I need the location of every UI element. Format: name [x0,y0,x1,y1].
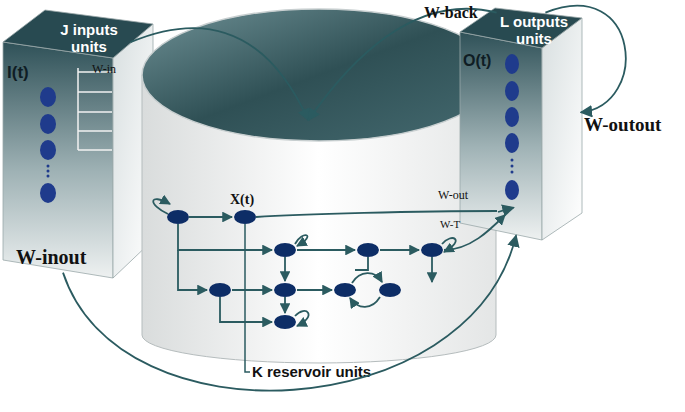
reservoir-link [350,297,380,307]
box-front-face [3,42,113,278]
box-top-face [3,10,153,58]
reservoir-link [352,273,382,283]
reservoir-unit [357,243,379,257]
box-heading: J inputs units [43,22,135,55]
self-loop [295,235,307,246]
self-loop [153,199,170,214]
weight-connector [545,6,625,113]
reservoir-link [284,297,286,313]
reservoir-link [178,250,207,290]
input-unit [40,183,56,203]
reservoir-link [444,215,505,250]
input-unit [40,140,56,160]
weight-label: W-outout [584,114,661,136]
signal-name: I(t) [7,64,57,83]
box-top-face [460,8,582,48]
ellipsis-dot [511,165,514,168]
ellipsis-dot [47,165,50,168]
reservoir-link [220,297,272,322]
weight-line [78,91,112,93]
weight-bar [77,68,79,150]
weight-connector [63,235,516,390]
weight-label: W-back [424,4,478,22]
reservoir-unit [421,243,443,257]
output-unit [505,133,519,153]
reservoir-label: K reservoir units [252,364,427,381]
weight-line [78,130,112,132]
reservoir-unit [274,315,296,329]
ellipsis-dot [47,170,50,173]
output-box: L outputs unitsO(t) [460,8,582,240]
reservoir-unit [234,210,256,224]
reservoir-link [178,224,272,250]
output-unit [505,81,519,101]
weight-line [78,71,112,73]
output-unit [505,180,519,200]
cylinder-top [142,9,496,141]
output-unit [505,54,519,74]
box-side-face [542,18,582,240]
reservoir-unit [274,243,296,257]
box-front-face [460,32,542,240]
output-wire [256,211,497,217]
self-loop [442,238,456,252]
box-heading: L outputs units [490,14,578,47]
reservoir-link [284,257,286,281]
input-unit [40,114,56,134]
self-loop [295,311,309,326]
reservoir-link [297,249,355,251]
reservoir-unit [379,283,401,297]
reservoir-link [380,249,419,251]
weight-line [78,111,112,113]
reservoir-link [431,257,433,282]
reservoir-link [355,257,368,270]
reservoir-unit [334,283,356,297]
weight-connector [131,28,309,120]
input-box: J inputs unitsI(t) [3,10,153,278]
ellipsis-dot [47,175,50,178]
weight-line [78,149,112,151]
weight-connector [498,208,514,213]
leader-line [245,224,250,372]
output-unit [505,107,519,127]
reservoir-unit [209,283,231,297]
reservoir-unit [274,283,296,297]
ellipsis-dot [511,159,514,162]
weight-connector [308,9,496,120]
input-unit [40,87,56,107]
reservoir-link [232,289,272,291]
ellipsis-dot [511,171,514,174]
reservoir-link [297,289,332,291]
reservoir-unit [167,210,189,224]
reservoir-link [189,216,232,218]
signal-name: O(t) [463,52,513,70]
reservoir-cylinder: K reservoir units [140,5,498,365]
reservoir-cylinder-shape [140,5,498,365]
